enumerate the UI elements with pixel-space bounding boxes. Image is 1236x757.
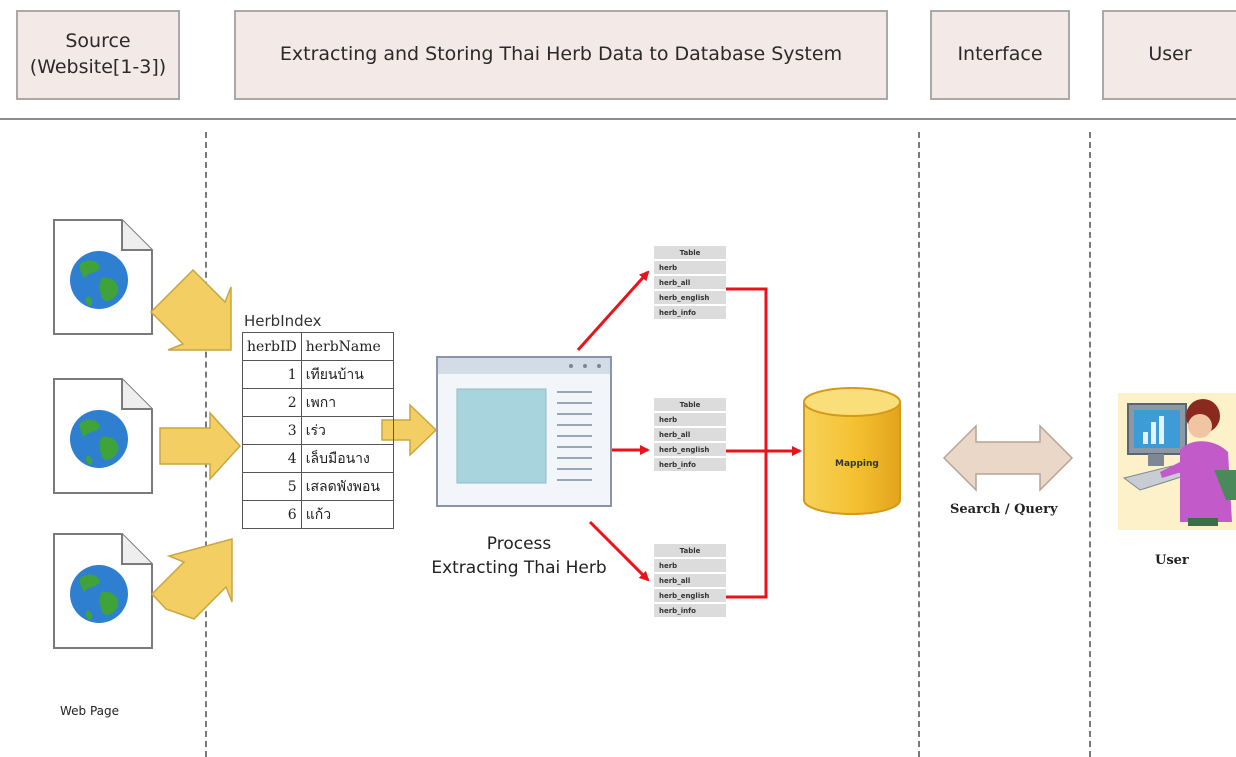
table-row: 1 เทียนบ้าน [242,360,394,389]
db-table-header: Table [654,246,726,261]
mapping-label: Mapping [835,459,879,469]
column-header-herb-id: herbID [242,332,302,361]
herb-id-cell: 5 [242,472,302,501]
header-separator [0,118,1236,120]
db-table-3: Table herb herb_all herb_english herb_in… [654,544,726,619]
herb-id-cell: 3 [242,416,302,445]
web-page-label: Web Page [60,704,120,718]
lane-divider-user [1089,132,1091,757]
db-table-header: Table [654,544,726,559]
table-row: 2 เพกา [242,388,394,417]
herb-index-grid: herbID herbName 1 เทียนบ้าน 2 เพกา 3 เร่… [242,332,394,529]
interface-header: Interface [930,10,1070,100]
herb-name-cell: แก้ว [300,500,394,529]
user-header: User [1102,10,1236,100]
globe-document-icon [53,219,153,335]
db-table-field: herb_info [654,458,726,473]
red-connector-table-1 [726,287,768,450]
herb-index-table: HerbIndex herbID herbName 1 เทียนบ้าน 2 … [242,310,394,529]
process-label-line-1: Process [486,534,552,554]
globe-document-icon [53,378,153,494]
table-header-row: herbID herbName [242,332,394,361]
herb-id-cell: 4 [242,444,302,473]
db-table-field: herb_all [654,574,726,589]
herb-id-cell: 1 [242,360,302,389]
db-table-2: Table herb herb_all herb_english herb_in… [654,398,726,473]
source-header: Source (Website[1-3]) [16,10,180,100]
db-table-field: herb [654,261,726,276]
table-row: 6 แก้ว [242,500,394,529]
extracting-header-label: Extracting and Storing Thai Herb Data to… [279,43,843,66]
herb-name-cell: เร่ว [300,416,394,445]
user-header-label: User [1148,43,1192,66]
yellow-arrow-2 [159,411,242,481]
yellow-arrow-1 [149,268,232,351]
yellow-arrow-3 [150,538,233,620]
table-row: 5 เสลดพังพอน [242,472,394,501]
db-table-field: herb_english [654,291,726,306]
db-table-field: herb [654,559,726,574]
herb-name-cell: เพกา [300,388,394,417]
search-query-label: Search / Query [950,502,1058,517]
db-table-field: herb_english [654,443,726,458]
db-table-field: herb_english [654,589,726,604]
db-table-field: herb_info [654,604,726,619]
db-table-field: herb_info [654,306,726,321]
db-table-1: Table herb herb_all herb_english herb_in… [654,246,726,321]
globe-document-icon [53,533,153,649]
herb-name-cell: เสลดพังพอน [300,472,394,501]
db-table-field: herb [654,413,726,428]
process-label-line-2: Extracting Thai Herb [431,557,607,578]
database-cylinder-icon [803,387,901,515]
double-arrow-icon [942,424,1074,492]
application-window-icon [436,356,612,507]
herb-index-title: HerbIndex [244,312,322,330]
user-label: User [1155,553,1189,568]
db-table-field: herb_all [654,276,726,291]
table-row: 4 เล็บมือนาง [242,444,394,473]
lane-divider-interface [918,132,920,757]
source-header-label: Source (Website[1-3]) [29,30,167,78]
herb-name-cell: เทียนบ้าน [300,360,394,389]
herb-name-cell: เล็บมือนาง [300,444,394,473]
interface-header-label: Interface [957,43,1043,66]
db-table-header: Table [654,398,726,413]
table-row: 3 เร่ว [242,416,394,445]
red-arrow-to-table-1 [576,270,650,352]
column-header-herb-name: herbName [300,332,394,361]
herb-id-cell: 6 [242,500,302,529]
extracting-header: Extracting and Storing Thai Herb Data to… [234,10,888,100]
user-at-computer-icon [1118,393,1236,530]
red-arrow-to-table-3 [588,520,650,582]
red-connector-table-3 [726,450,768,599]
process-label: Process Extracting Thai Herb [404,533,634,581]
herb-id-cell: 2 [242,388,302,417]
db-table-field: herb_all [654,428,726,443]
